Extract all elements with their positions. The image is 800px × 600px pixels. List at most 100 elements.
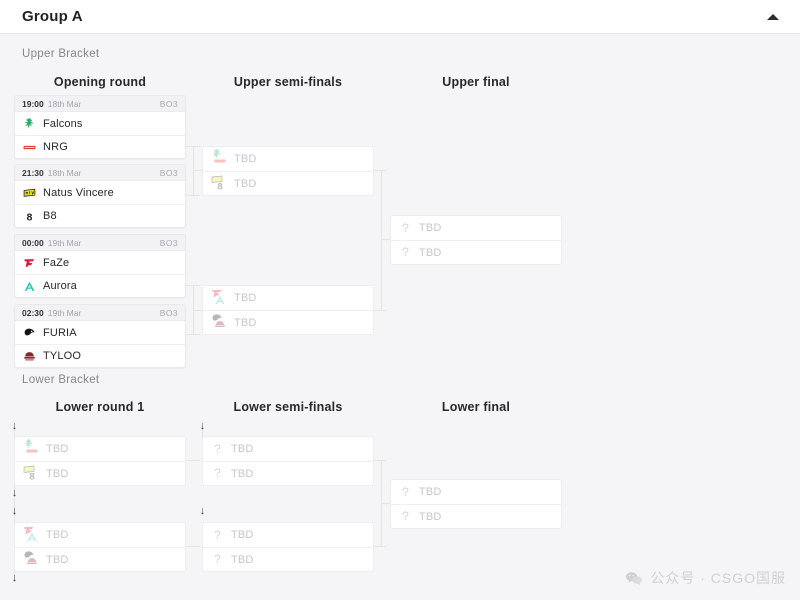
team-name: FaZe: [43, 256, 70, 269]
match-card[interactable]: 00:00 19th Mar BO3 FaZe Aurora: [14, 234, 186, 298]
falcons-logo: [211, 148, 223, 160]
collapse-group-button[interactable]: [764, 9, 782, 25]
match-card[interactable]: ? TBD ? TBD: [202, 436, 374, 486]
drop-arrow-icon: ↓: [11, 487, 18, 499]
match-card[interactable]: ? TBD ? TBD: [390, 215, 562, 265]
team-name: TBD: [419, 486, 442, 498]
team-row[interactable]: ? TBD: [203, 461, 373, 485]
question-icon: ?: [402, 484, 409, 499]
team-name: TBD: [46, 529, 69, 541]
team-row[interactable]: ? TBD: [391, 216, 561, 240]
match-card[interactable]: 02:30 19th Mar BO3 FURIA TYLOO: [14, 304, 186, 368]
group-header: Group A: [0, 0, 800, 34]
match-card[interactable]: TBD TBD: [14, 522, 186, 572]
falcons-nrg-pair-icon: [23, 439, 39, 459]
faze-logo: [211, 287, 223, 299]
team-name: B8: [43, 210, 57, 222]
match-meta: 19:00 18th Mar BO3: [15, 96, 185, 112]
team-row[interactable]: NRG: [15, 135, 185, 158]
b8-logo: 8: [26, 470, 38, 482]
team-row[interactable]: ? TBD: [203, 547, 373, 571]
connector: [193, 310, 202, 311]
round-label-upper-semis: Upper semi-finals: [233, 75, 343, 89]
aurora-logo: [26, 531, 38, 543]
team-row[interactable]: TBD: [15, 547, 185, 571]
tyloo-logo: [214, 319, 226, 331]
match-card[interactable]: 19:00 18th Mar BO3 Falcons NRG: [14, 95, 186, 159]
match-card[interactable]: TBD 8 TBD: [14, 436, 186, 486]
team-row[interactable]: TBD: [203, 310, 373, 334]
connector: [381, 239, 390, 240]
connector: [374, 310, 386, 311]
team-row[interactable]: TBD: [15, 523, 185, 547]
drop-arrow-icon: ↓: [11, 505, 18, 517]
lower-bracket-label: Lower Bracket: [22, 374, 100, 386]
falcons-logo: [23, 117, 36, 130]
falcons-logo: [23, 438, 35, 450]
chevron-up-icon: [767, 14, 779, 20]
team-row[interactable]: 8 TBD: [15, 461, 185, 485]
connector: [374, 460, 386, 461]
match-card[interactable]: 21:30 18th Mar BO3 Natus Vincere 8 B8: [14, 164, 186, 228]
team-row[interactable]: TBD: [203, 286, 373, 310]
team-name: TBD: [234, 177, 257, 190]
b8-logo: 8: [23, 210, 36, 223]
b8-logo: 8: [214, 180, 226, 192]
team-row[interactable]: TYLOO: [15, 344, 185, 367]
navi-logo: [211, 173, 223, 185]
faze-logo: [23, 524, 35, 536]
round-label-opening: Opening round: [53, 75, 147, 89]
match-format: BO3: [159, 98, 178, 109]
connector: [381, 503, 390, 504]
team-name: TBD: [231, 467, 254, 480]
navi-logo: [23, 186, 36, 199]
faze-logo: [23, 256, 36, 269]
team-row[interactable]: ? TBD: [203, 523, 373, 547]
tyloo-logo: [23, 350, 36, 363]
navi-b8-pair-icon: 8: [211, 174, 227, 194]
round-label-upper-final: Upper final: [442, 75, 510, 89]
match-date: 18th Mar: [47, 98, 82, 109]
team-row[interactable]: FURIA: [15, 321, 185, 344]
team-name: NRG: [43, 141, 68, 153]
question-icon: ?: [214, 441, 221, 456]
team-row[interactable]: ? TBD: [391, 480, 561, 504]
team-name: Natus Vincere: [43, 186, 114, 199]
team-name: TBD: [419, 510, 442, 523]
navi-logo: [23, 463, 35, 475]
furia-tyloo-pair-icon: [211, 313, 227, 333]
team-row[interactable]: Natus Vincere: [15, 181, 185, 204]
team-row[interactable]: 8 TBD: [203, 171, 373, 195]
match-card[interactable]: TBD 8 TBD: [202, 146, 374, 196]
match-card[interactable]: ? TBD ? TBD: [202, 522, 374, 572]
match-card[interactable]: TBD TBD: [202, 285, 374, 335]
team-row[interactable]: ? TBD: [391, 240, 561, 264]
tyloo-logo: [26, 556, 38, 568]
team-row[interactable]: TBD: [15, 437, 185, 461]
furia-logo: [23, 549, 35, 561]
team-name: TBD: [46, 443, 69, 455]
nrg-logo: [26, 445, 38, 457]
team-row[interactable]: FaZe: [15, 251, 185, 274]
team-row[interactable]: Falcons: [15, 112, 185, 135]
team-name: FURIA: [43, 326, 77, 339]
furia-logo: [23, 326, 36, 339]
connector: [374, 170, 386, 171]
team-name: TBD: [231, 443, 254, 455]
match-card[interactable]: ? TBD ? TBD: [390, 479, 562, 529]
team-row[interactable]: Aurora: [15, 274, 185, 297]
match-meta: 00:00 19th Mar BO3: [15, 235, 185, 251]
connector: [381, 170, 382, 311]
wechat-icon: [625, 571, 643, 586]
team-row[interactable]: ? TBD: [391, 504, 561, 528]
team-name: TBD: [419, 246, 442, 259]
team-row[interactable]: ? TBD: [203, 437, 373, 461]
svg-text:8: 8: [29, 471, 34, 482]
team-row[interactable]: 8 B8: [15, 204, 185, 227]
match-meta: 21:30 18th Mar BO3: [15, 165, 185, 181]
team-row[interactable]: TBD: [203, 147, 373, 171]
svg-text:8: 8: [27, 212, 33, 223]
match-date: 18th Mar: [47, 167, 82, 178]
watermark-text: 公众号 · CSGO国服: [650, 570, 786, 586]
question-icon: ?: [402, 509, 409, 523]
